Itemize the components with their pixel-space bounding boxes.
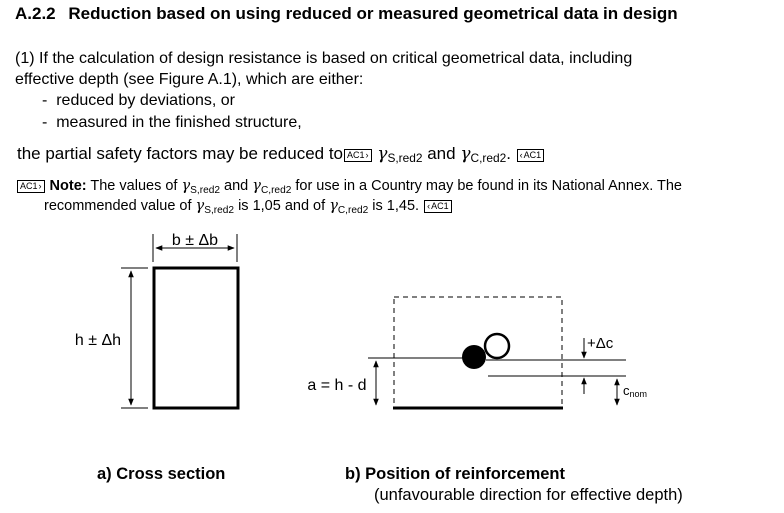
ac1-close-marker: AC1 [424, 200, 452, 213]
paragraph-conclusion: the partial safety factors may be reduce… [17, 144, 545, 165]
bullet-item-2: - measured in the finished structure, [42, 114, 302, 131]
note-line-1: AC1 Note: The values of γS,red2 and γC,r… [16, 178, 682, 196]
gamma-c-symbol: γC,red2 [252, 178, 292, 196]
paragraph-line-1: (1) If the calculation of design resista… [15, 50, 633, 67]
bullet-item-1: - reduced by deviations, or [42, 92, 235, 109]
bullet-text: measured in the finished structure, [56, 114, 302, 131]
reinforcement-bar-nominal [483, 332, 511, 360]
gamma-c-symbol: γC,red2 [460, 144, 507, 165]
caption-a: a) Cross section [97, 465, 226, 483]
and-word: and [427, 144, 456, 163]
caption-b-subtitle: (unfavourable direction for effective de… [374, 486, 683, 504]
reinforcement-position: a = h - d +Δc cnom [307, 296, 647, 410]
section-rectangle [152, 266, 240, 410]
caption-b: b) Position of reinforcement [345, 465, 566, 483]
section-number: A.2.2 [15, 4, 56, 23]
cover-label: cnom [623, 383, 647, 399]
paragraph-line-2: effective depth (see Figure A.1), which … [15, 71, 364, 88]
height-dimension-label: h ± Δh [75, 332, 121, 349]
gamma-c-symbol: γC,red2 [329, 198, 369, 216]
conclusion-text: the partial safety factors may be reduce… [17, 144, 344, 163]
effective-depth-label: a = h - d [307, 377, 366, 394]
ac1-open-marker: AC1 [344, 149, 372, 162]
ac1-open-marker: AC1 [17, 180, 45, 193]
ac1-close-marker: AC1 [516, 149, 545, 162]
width-dimension-label: b ± Δb [172, 232, 218, 249]
section-title: Reduction based on using reduced or meas… [68, 4, 678, 23]
note-line-2: recommended value of γS,red2 is 1,05 and… [44, 198, 453, 216]
delta-c-label: +Δc [587, 335, 614, 352]
gamma-s-symbol: γS,red2 [195, 198, 235, 216]
cross-section: b ± Δb h ± Δh [75, 232, 240, 410]
reinforcement-bar-displaced [462, 345, 486, 369]
note-label: Note: [49, 178, 87, 194]
gamma-s-symbol: γS,red2 [377, 144, 423, 165]
gamma-s-symbol: γS,red2 [181, 178, 220, 196]
bullet-text: reduced by deviations, or [56, 92, 235, 109]
section-heading: A.2.2 Reduction based on using reduced o… [15, 4, 678, 24]
